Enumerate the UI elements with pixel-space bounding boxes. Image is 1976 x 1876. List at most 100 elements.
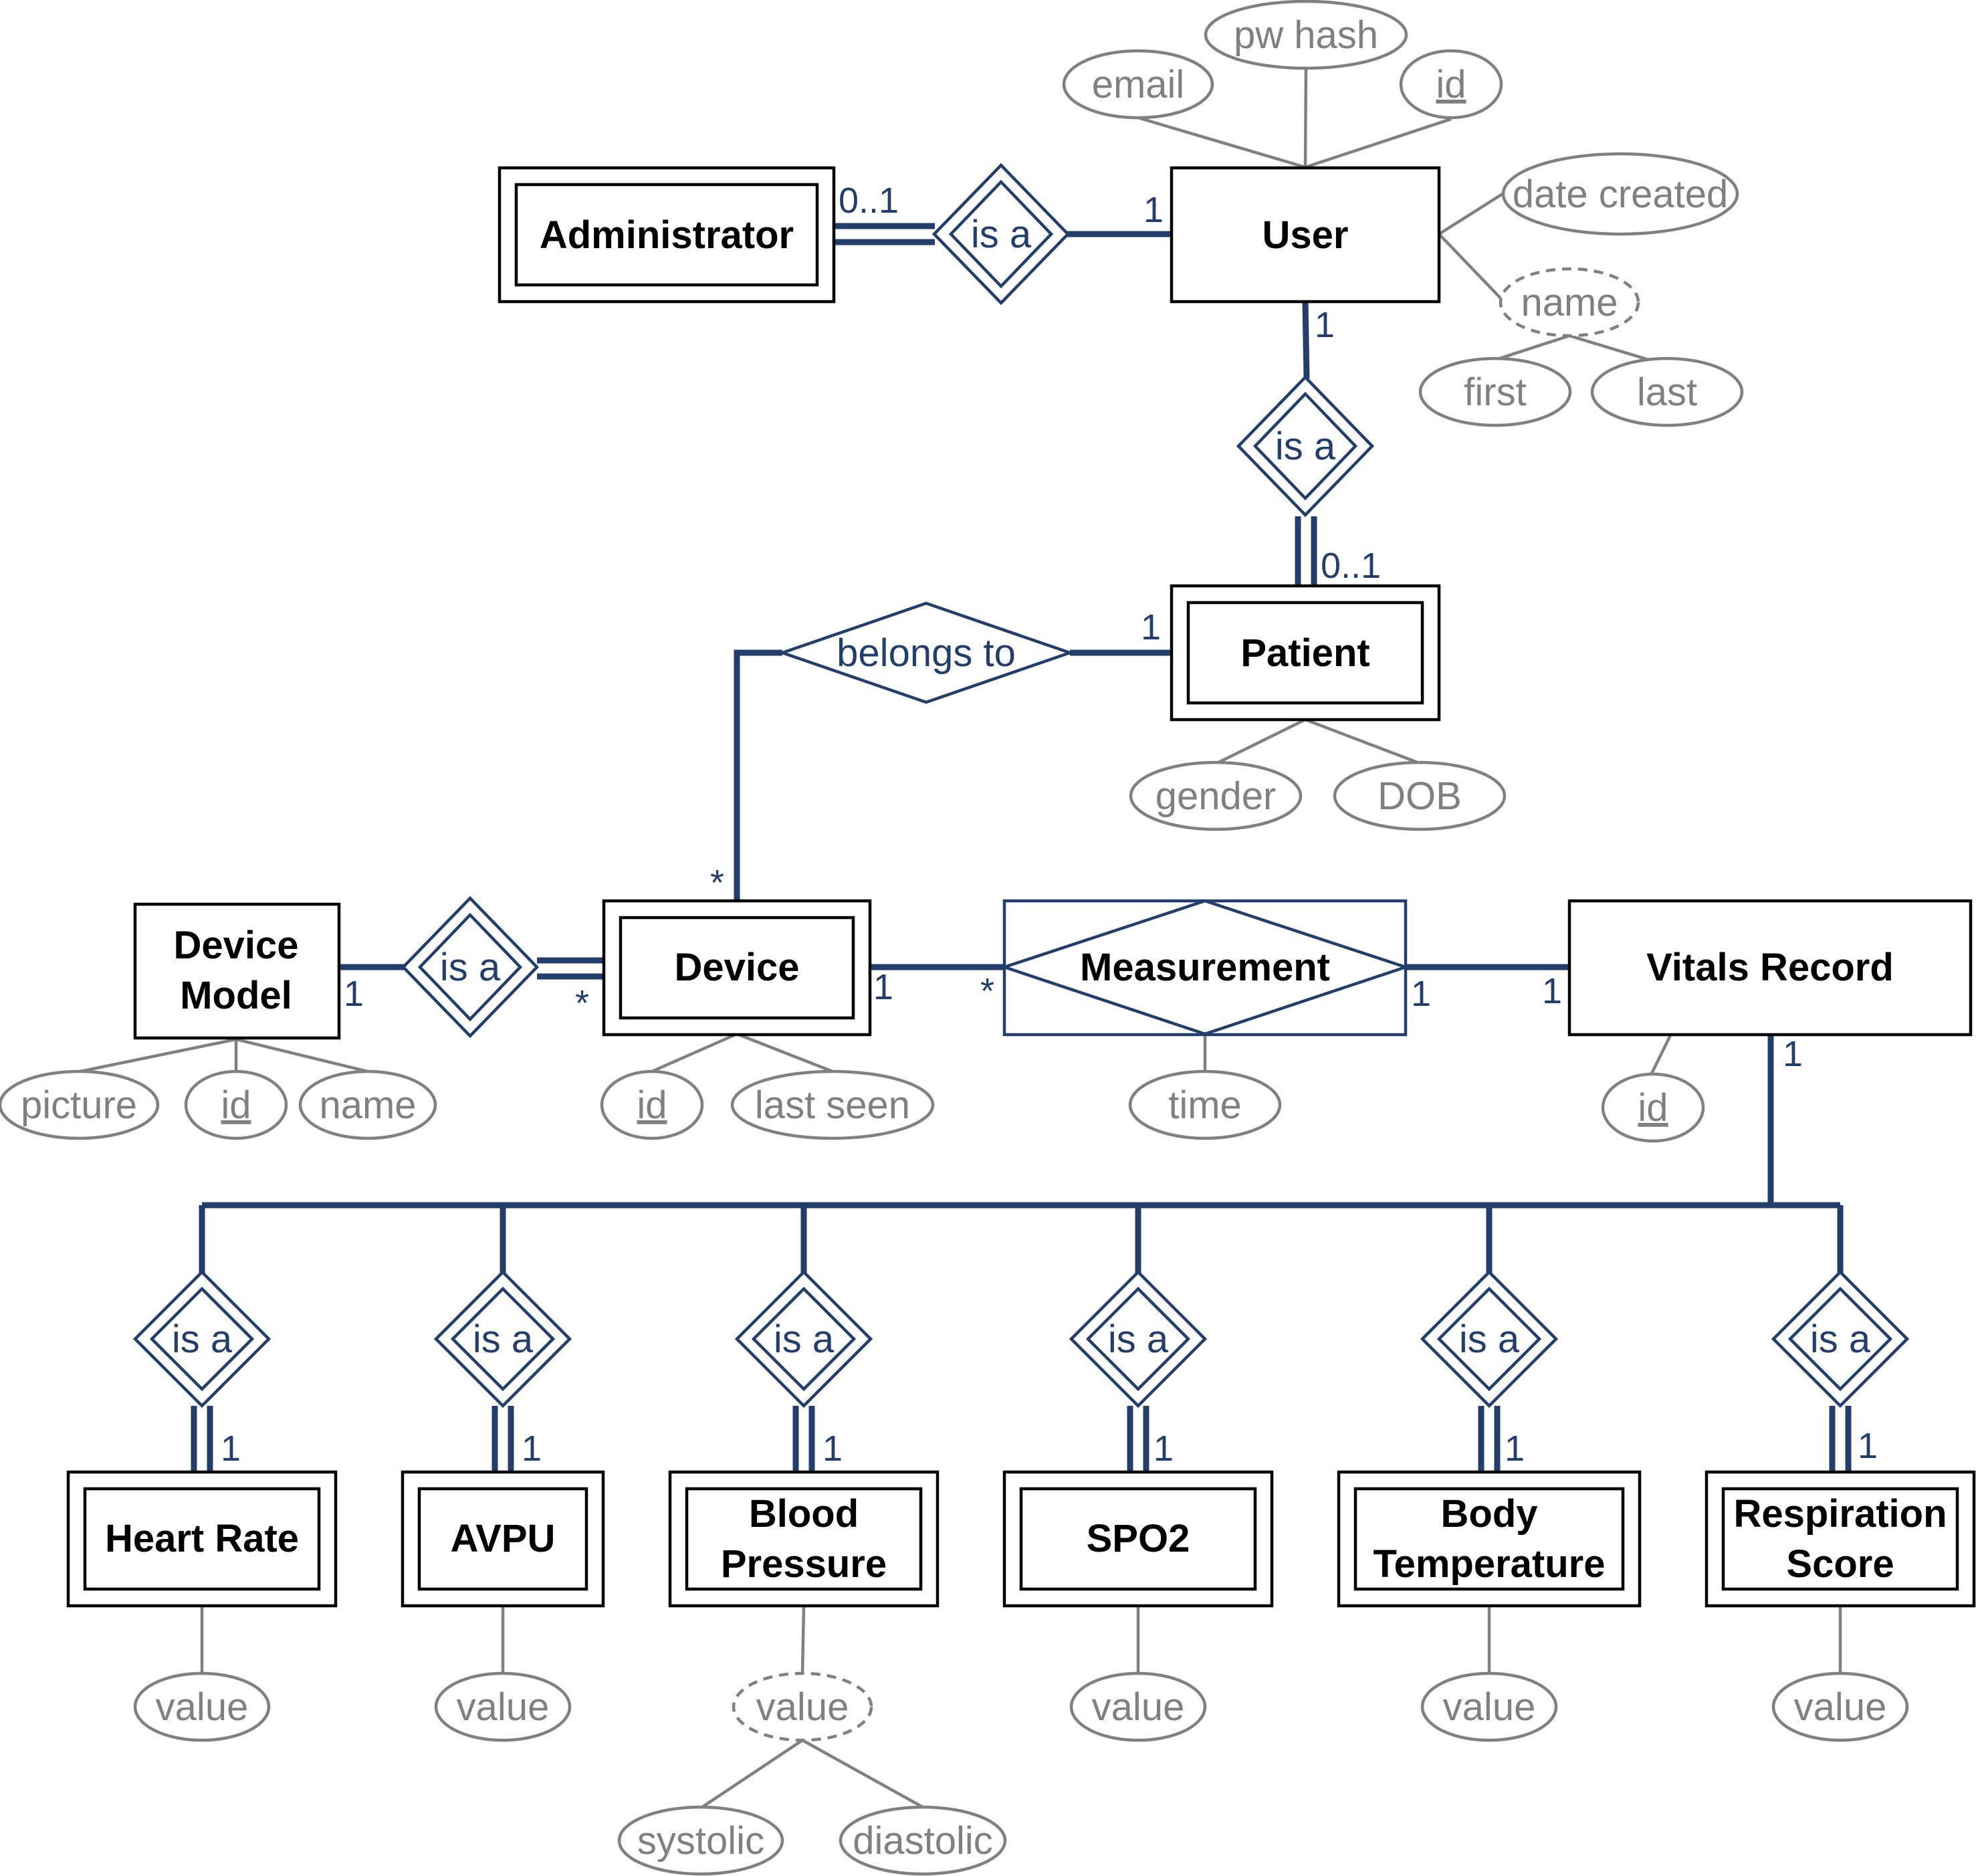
attr-respiration-score-value-label: value [1794,1685,1887,1729]
relationship-isa-body-temperature: is a [1420,1269,1559,1409]
card-blood-pressure: 1 [822,1429,843,1469]
card-user-admin: 1 [1143,190,1164,230]
bp-diastolic-line [801,1739,924,1808]
relationship-isa-administrator: is a [931,163,1071,306]
patient-label: Patient [1240,631,1369,675]
attr-device-id-label: id [637,1083,667,1127]
attr-avpu-value-label: value [457,1685,550,1729]
attr-user-pw-hash-label: pw hash [1234,13,1378,57]
user-pwhash-line [1303,68,1308,168]
vitals-id-line [1650,1035,1672,1074]
device-id-line [651,1032,738,1073]
attr-device-id: id [600,1069,704,1140]
relationship-isa-blood-pressure: is a [734,1269,873,1409]
isa-respiration-score-label: is a [1810,1318,1871,1361]
attr-user-date-created-label: date created [1513,173,1728,216]
attr-user-email-label: email [1092,63,1185,106]
relationship-belongs-to: belongs to [778,601,1075,704]
attr-user-date-created: date created [1501,152,1739,236]
entity-blood-pressure: Blood Pressure [668,1470,940,1608]
card-body-temperature: 1 [1505,1429,1525,1469]
card-user-patient: 1 [1315,305,1335,345]
attr-vitals-record-id-label: id [1638,1086,1668,1130]
attr-patient-dob-label: DOB [1378,774,1462,818]
attr-user-email: email [1062,49,1214,120]
heart-rate-label: Heart Rate [105,1517,299,1560]
bp-systolic-line [701,1739,804,1808]
attr-device-model-name-label: name [319,1083,416,1127]
attr-heart-rate-value: value [133,1671,271,1742]
device-belongs-line [734,649,782,900]
attribute-lines [80,68,1842,1808]
attr-user-last-label: last [1637,371,1697,414]
attr-patient-gender: gender [1129,760,1303,831]
entity-body-temperature: Body Temperature [1337,1470,1642,1608]
attr-vitals-record-id: id [1601,1072,1705,1143]
attr-respiration-score-value: value [1771,1671,1909,1742]
attr-patient-gender-label: gender [1156,774,1277,818]
card-respiration-score: 1 [1858,1426,1878,1466]
attr-user-name-label: name [1521,281,1618,324]
entity-avpu: AVPU [401,1470,605,1608]
patient-gender-line [1218,718,1306,764]
entity-vitals-record: Vitals Record [1567,899,1973,1037]
respiration-score-label-line-1: Respiration [1733,1492,1947,1536]
entity-administrator: Administrator [498,166,836,304]
attr-body-temperature-value: value [1420,1671,1558,1742]
administrator-label: Administrator [540,213,794,257]
belongs-to-label: belongs to [837,631,1016,675]
isa-avpu-label: is a [473,1318,534,1361]
attr-avpu-value: value [434,1671,572,1742]
isa-device-label: is a [440,946,501,989]
device-label: Device [674,946,799,989]
entity-patient: Patient [1170,584,1441,722]
entity-user: User [1170,166,1441,304]
attr-user-last: last [1590,356,1744,427]
attr-heart-rate-value-label: value [156,1685,249,1729]
name-first-line [1495,334,1570,362]
device-model-label-line-1: Device [173,924,298,967]
model-name-line [235,1037,368,1073]
card-device-belongs: * [710,863,724,903]
attr-blood-pressure-systolic: systolic [617,1805,784,1876]
bp-value-line [800,1606,806,1674]
device-model-label-line-2: Model [180,974,292,1017]
attr-spo2-value-label: value [1092,1685,1185,1729]
isa-blood-pressure-label: is a [774,1318,835,1361]
user-isa-line [1302,302,1310,379]
body-temperature-label-line-1: Body [1441,1492,1538,1536]
user-label: User [1263,213,1349,257]
attr-device-last-seen: last seen [730,1069,935,1140]
spo2-label: SPO2 [1087,1517,1190,1560]
isa-spo2-label: is a [1108,1318,1169,1361]
entity-respiration-score: Respiration Score [1705,1470,1976,1608]
card-measure-device: * [980,971,994,1011]
attr-measurement-time: time [1128,1069,1282,1140]
entity-device-model: Device Model [133,902,341,1040]
relationship-isa-respiration-score: is a [1771,1269,1910,1409]
relationship-lines [191,223,1852,1471]
card-measure-vitals: 1 [1411,974,1431,1014]
attr-device-last-seen-label: last seen [755,1083,910,1127]
attr-device-model-id: id [184,1069,288,1140]
isa-administrator-label: is a [971,213,1032,256]
user-email-line [1137,116,1306,169]
cardinality-labels: 0..1 1 1 0..1 1 * 1 * 1 * 1 1 1 1 1 1 1 … [221,181,1878,1469]
isa-body-temperature-label: is a [1459,1318,1520,1361]
attr-user-id-label: id [1436,63,1466,106]
attr-blood-pressure-systolic-label: systolic [637,1819,764,1863]
entity-device: Device [602,899,872,1037]
card-spo2: 1 [1154,1429,1174,1469]
user-id-line [1305,117,1452,169]
attr-spo2-value: value [1069,1671,1207,1742]
isa-patient-label: is a [1275,425,1336,468]
entity-spo2: SPO2 [1002,1470,1274,1608]
attr-device-model-picture: picture [0,1069,160,1140]
blood-pressure-label-line-2: Pressure [721,1542,887,1586]
attr-user-first: first [1418,356,1572,427]
relationship-isa-patient: is a [1236,375,1375,518]
user-name-line [1438,233,1506,304]
user-datecreated-line [1438,191,1506,235]
attr-user-first-label: first [1464,371,1526,414]
